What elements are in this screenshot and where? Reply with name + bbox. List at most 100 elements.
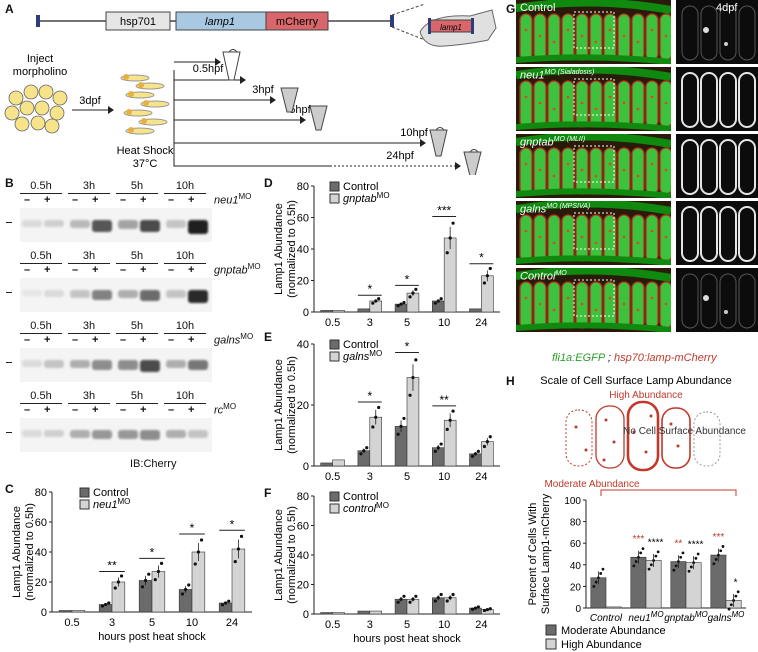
data-point: [224, 601, 228, 605]
data-point: [712, 562, 716, 566]
data-point: [180, 592, 185, 596]
x-tick-label: 3: [109, 617, 115, 629]
label-moderate-abundance: Moderate Abundance: [544, 479, 640, 490]
data-point: [408, 295, 412, 299]
data-point: [473, 606, 478, 610]
panel-label-g: G: [506, 2, 516, 16]
significance-high: ****: [688, 540, 704, 551]
data-point: [592, 585, 596, 588]
blot-minus-label: –: [24, 404, 31, 416]
timepoint-0-5: 0.5hpf: [193, 63, 225, 75]
data-point: [736, 590, 740, 594]
blot-minus-label: –: [72, 194, 79, 206]
y-tick-label: 20: [297, 580, 309, 592]
blot-band: [22, 430, 42, 437]
y-tick-label: 60: [570, 539, 582, 550]
y-tick-label: 20: [297, 400, 309, 412]
blot-time-label: 3h: [68, 250, 110, 264]
data-point: [721, 545, 725, 548]
data-point: [439, 442, 443, 446]
cell-outline: [661, 407, 691, 469]
y-tick-label: 80: [570, 518, 582, 529]
significance-label: *: [150, 545, 155, 559]
data-point: [377, 405, 381, 410]
x-tick-label: 24: [475, 471, 487, 480]
y-tick-label: 80: [297, 491, 309, 503]
data-point: [147, 572, 151, 576]
data-point: [448, 596, 452, 600]
data-point: [674, 564, 678, 568]
fish-label: lamp1: [440, 23, 462, 32]
data-point: [104, 602, 108, 607]
data-point: [634, 560, 638, 563]
legend-swatch-control: [329, 491, 340, 502]
data-point: [220, 603, 225, 607]
data-point: [233, 560, 237, 564]
legend-swatch-high: [545, 638, 557, 650]
blot-plus-label: +: [92, 194, 99, 206]
blot-time-label: 0.5h: [20, 180, 62, 194]
cell-outline: [693, 411, 721, 467]
data-point: [681, 551, 685, 555]
bar: [357, 610, 371, 615]
data-point: [488, 607, 492, 611]
blot-plus-label: +: [44, 334, 51, 346]
x-tick-label: gnptabMO: [664, 610, 707, 624]
blot-band: [70, 290, 90, 298]
data-point: [436, 596, 440, 600]
data-point: [411, 291, 415, 295]
blot-plus-label: +: [92, 334, 99, 346]
blot-minus-label: –: [168, 194, 175, 206]
blot-plus-label: +: [188, 264, 195, 276]
blot-time-label: 5h: [116, 320, 158, 334]
y-axis-label: Lamp1 Abundance(normalized to 0.5h): [11, 503, 36, 601]
significance-label: *: [190, 521, 195, 535]
blot-band: [188, 220, 208, 234]
data-point: [649, 563, 653, 567]
data-point: [399, 597, 403, 601]
data-point: [485, 440, 489, 444]
blot-band: [44, 220, 64, 228]
blot-band: [166, 360, 186, 369]
blot-minus-label: –: [72, 264, 79, 276]
timepoint-3: 3hpf: [252, 84, 274, 96]
data-point: [140, 585, 145, 589]
data-point: [396, 432, 400, 436]
data-point: [365, 446, 369, 450]
y-tick-label: 20: [570, 582, 582, 593]
bar: [71, 610, 86, 613]
legend-label-treated: gnptabMO: [343, 191, 390, 205]
data-point: [227, 599, 231, 603]
data-point: [433, 449, 437, 453]
x-axis-label: hours post heat shock: [98, 631, 206, 643]
blot-plus-label: +: [140, 264, 147, 276]
lysosome-dot: [584, 448, 588, 452]
data-point: [359, 452, 363, 456]
data-point: [374, 299, 378, 303]
data-point: [411, 375, 415, 380]
lysosome-dot: [632, 430, 636, 434]
blot-plus-label: +: [44, 404, 51, 416]
data-point: [184, 587, 188, 592]
x-tick-label: neu1MO: [628, 610, 663, 624]
cell-outline: [565, 409, 593, 467]
caption-mcherry: hsp70:lamp-mCherry: [613, 352, 717, 364]
larvae-icon: [120, 74, 170, 135]
micrograph-zoom-gray: [676, 201, 758, 265]
blot-plus-label: +: [44, 264, 51, 276]
bar: [231, 548, 246, 613]
blot-band: [22, 360, 42, 367]
data-point: [689, 565, 693, 569]
lysosome-dot: [612, 440, 616, 444]
data-point: [187, 583, 191, 587]
data-point: [402, 300, 406, 305]
blot-band: [22, 290, 42, 297]
data-point: [654, 554, 658, 558]
significance-label: *: [367, 389, 372, 403]
data-point: [156, 569, 160, 574]
y-tick-label: 100: [564, 496, 581, 507]
marker-tick: [6, 292, 12, 293]
data-point: [482, 281, 487, 285]
blot-band: [92, 360, 112, 370]
